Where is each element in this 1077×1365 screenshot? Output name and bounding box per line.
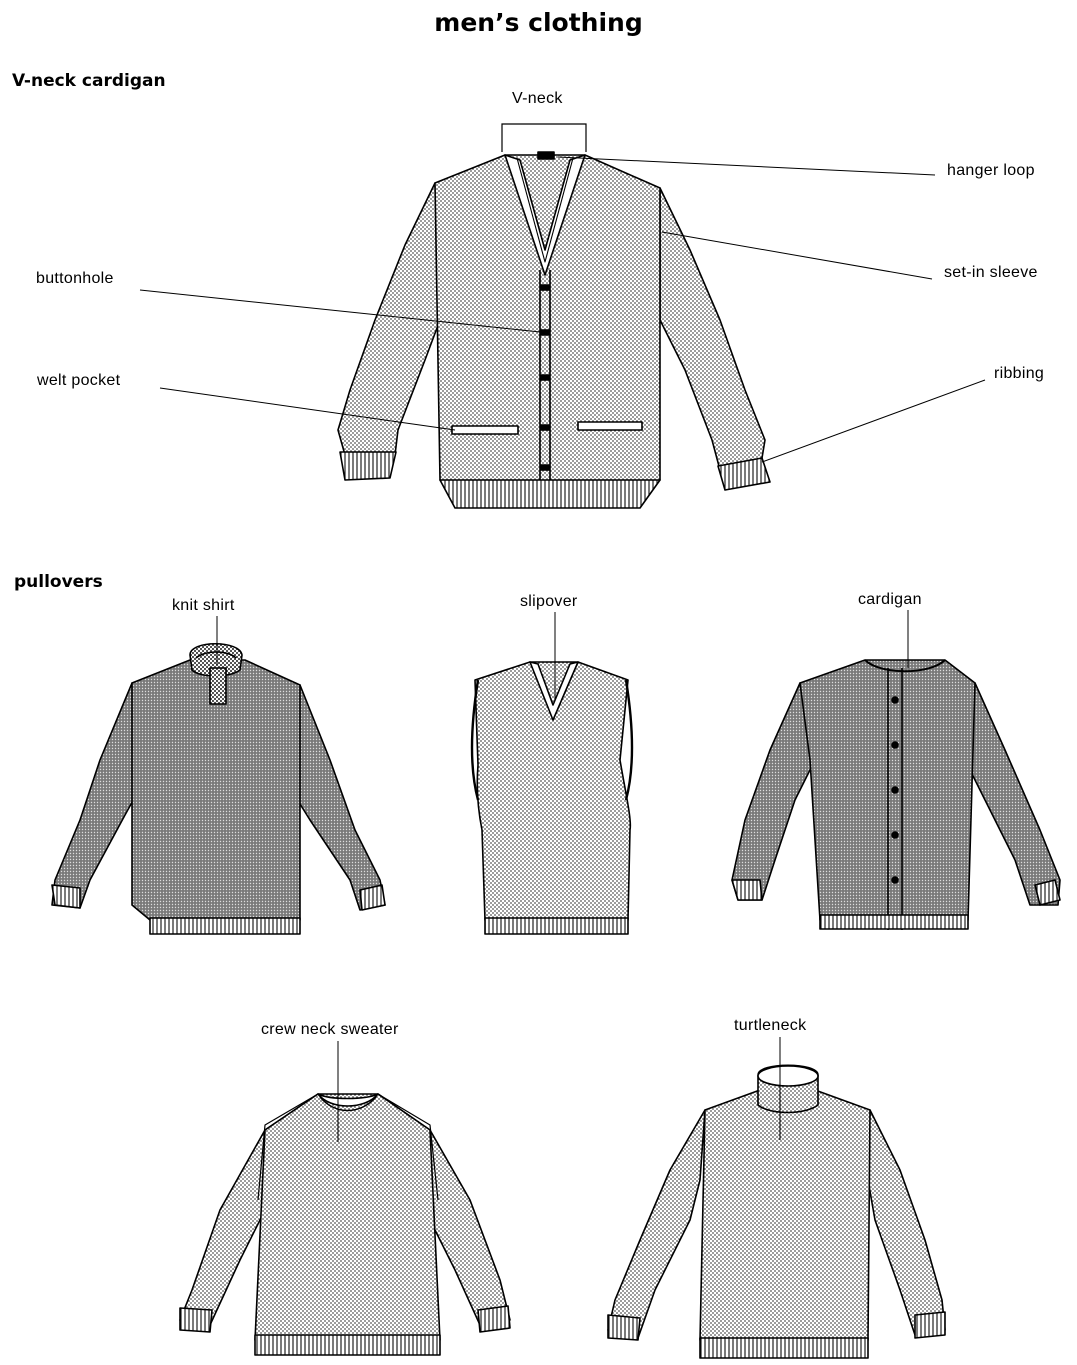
leader-set-in-sleeve	[661, 231, 933, 280]
section-heading-pullovers: pullovers	[14, 572, 103, 592]
leader-buttonhole	[139, 289, 541, 333]
cardigan-pullover-illustration	[731, 659, 1061, 930]
crew-neck-sweater-illustration	[179, 1093, 511, 1356]
label-buttonhole: buttonhole	[36, 270, 114, 287]
section-heading-v-neck-cardigan: V-neck cardigan	[12, 71, 166, 91]
knit-shirt-illustration	[51, 643, 386, 935]
leader-welt-pocket	[159, 387, 456, 431]
leader-hanger-loop	[557, 156, 936, 176]
v-neck-cardigan-illustration	[337, 151, 771, 509]
label-crew-neck-sweater: crew neck sweater	[261, 1021, 399, 1038]
slipover-illustration	[470, 661, 634, 935]
label-turtleneck: turtleneck	[734, 1017, 807, 1034]
label-v-neck: V-neck	[512, 90, 563, 107]
label-knit-shirt: knit shirt	[172, 597, 235, 614]
page-title: men’s clothing	[434, 8, 643, 37]
label-set-in-sleeve: set-in sleeve	[944, 264, 1038, 281]
label-ribbing: ribbing	[994, 365, 1045, 382]
leader-ribbing	[761, 379, 986, 463]
cardigan-leader-lines	[139, 156, 986, 463]
label-cardigan: cardigan	[858, 591, 922, 608]
label-slipover: slipover	[520, 593, 578, 610]
turtleneck-illustration	[607, 1064, 946, 1359]
label-hanger-loop: hanger loop	[947, 162, 1035, 179]
label-welt-pocket: welt pocket	[37, 372, 121, 389]
v-neck-bracket	[501, 123, 587, 152]
